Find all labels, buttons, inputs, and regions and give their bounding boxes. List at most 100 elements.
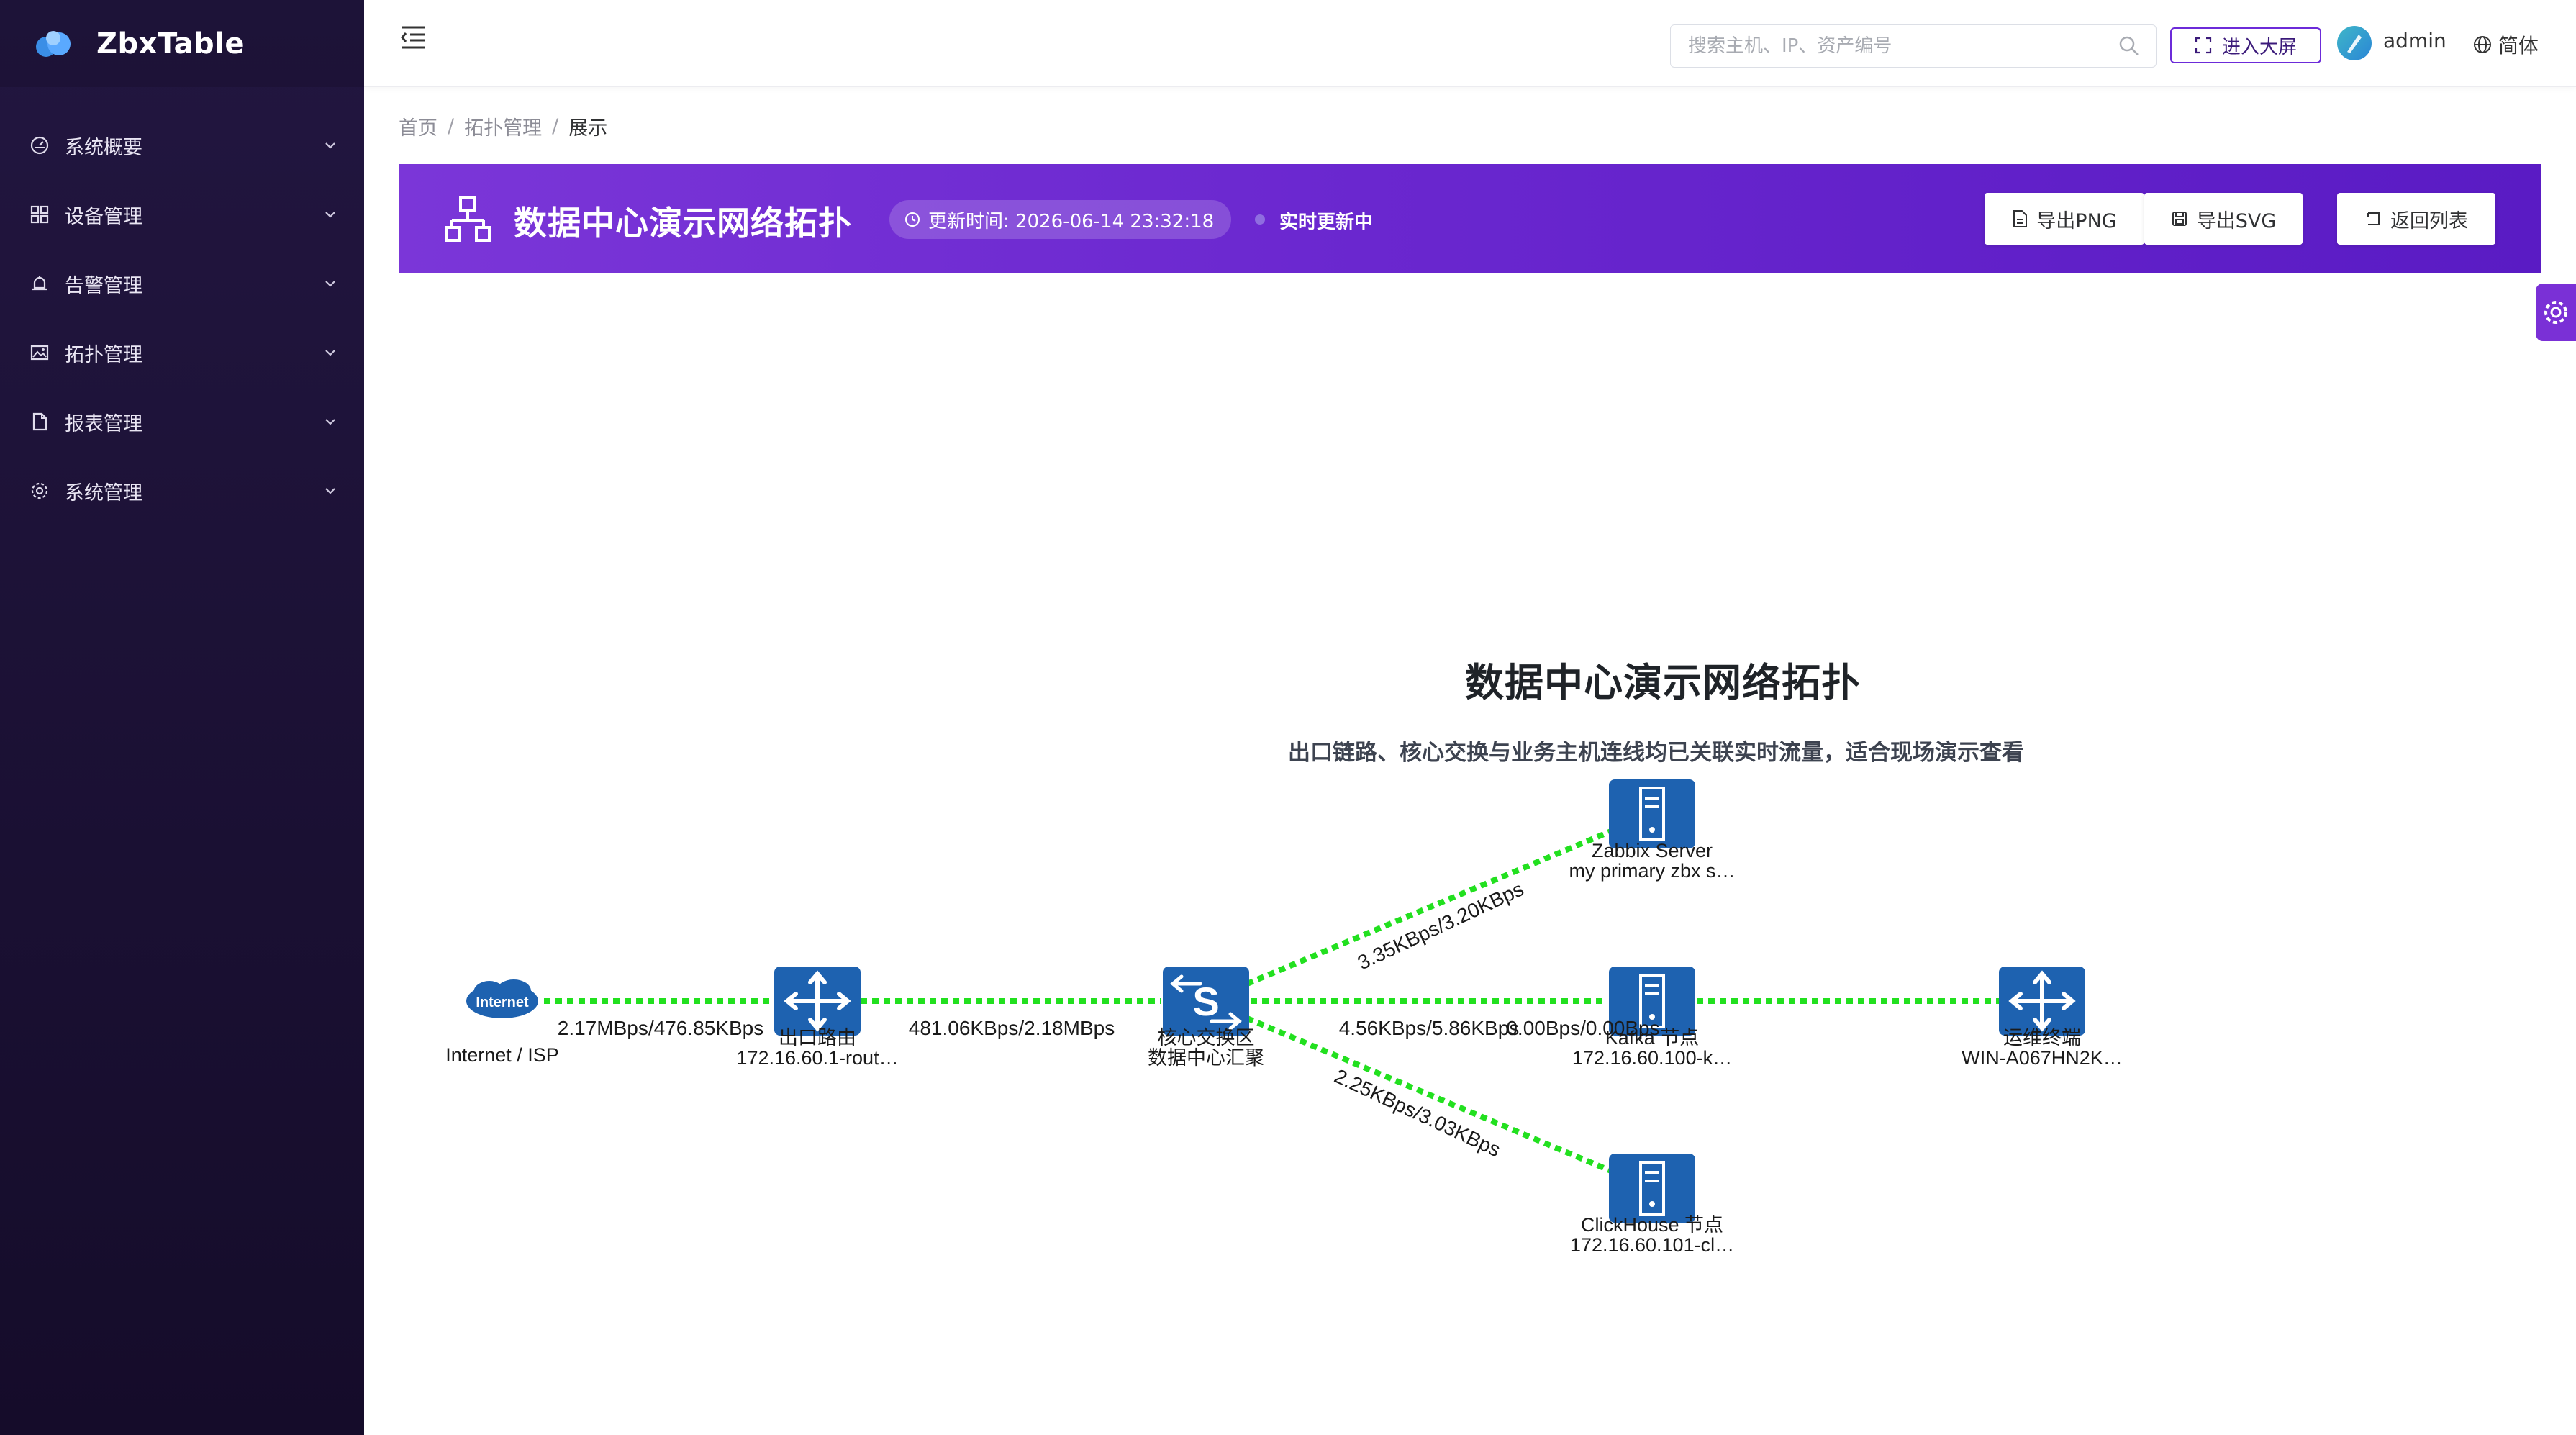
topology-subtitle: 出口链路、核心交换与业务主机连线均已关联实时流量，适合现场演示查看 bbox=[1288, 740, 2024, 766]
node-kafka[interactable]: Kafka 节点172.16.60.100-k… bbox=[1572, 967, 1732, 1069]
node-name: 核心交换区 bbox=[1158, 1027, 1255, 1049]
sidebar-item-label: 系统概要 bbox=[65, 136, 142, 159]
link-core-zabbix[interactable] bbox=[1246, 828, 1613, 987]
top-header: 进入大屏 admin 简体 bbox=[364, 0, 2576, 87]
chevron-down-icon bbox=[322, 137, 338, 153]
back-to-list-label: 返回列表 bbox=[2390, 209, 2468, 232]
node-subtitle: 172.16.60.101-cl… bbox=[1570, 1234, 1734, 1256]
sidebar-item-label: 告警管理 bbox=[65, 274, 142, 297]
export-png-label: 导出PNG bbox=[2036, 209, 2117, 232]
globe-icon bbox=[2474, 36, 2491, 53]
gear-icon bbox=[29, 480, 50, 502]
enter-bigscreen-label: 进入大屏 bbox=[2221, 36, 2297, 58]
sidebar-item-topology[interactable]: 拓扑管理 bbox=[0, 318, 364, 387]
sidebar-menu: 系统概要 设备管理 告警管理 拓扑管理 bbox=[0, 111, 364, 525]
node-name: ClickHouse 节点 bbox=[1581, 1214, 1723, 1236]
link-traffic-label: 2.25KBps/3.03KBps bbox=[1331, 1064, 1504, 1161]
link-core-clickhouse[interactable] bbox=[1246, 1015, 1613, 1174]
chevron-down-icon bbox=[322, 414, 338, 430]
user-name[interactable]: admin bbox=[2383, 29, 2446, 53]
fullscreen-icon bbox=[2195, 37, 2212, 54]
link-traffic-label: 2.17MBps/476.85KBps bbox=[558, 1017, 763, 1039]
page-title: 数据中心演示网络拓扑 bbox=[514, 204, 852, 243]
file-icon bbox=[2013, 210, 2028, 227]
gear-icon bbox=[2544, 301, 2567, 324]
back-to-list-button[interactable]: 返回列表 bbox=[2337, 193, 2495, 245]
breadcrumb-section[interactable]: 拓扑管理 bbox=[464, 117, 543, 140]
breadcrumb-home[interactable]: 首页 bbox=[399, 117, 437, 140]
language-label: 简体 bbox=[2498, 34, 2539, 58]
sidebar-item-label: 设备管理 bbox=[65, 205, 142, 228]
chevron-down-icon bbox=[322, 483, 338, 499]
topology-icon bbox=[445, 194, 491, 245]
node-ops[interactable]: 运维终端WIN-A067HN2K… bbox=[1962, 967, 2123, 1069]
sidebar-item-reports[interactable]: 报表管理 bbox=[0, 387, 364, 456]
node-subtitle: 172.16.60.100-k… bbox=[1572, 1047, 1732, 1069]
export-png-button[interactable]: 导出PNG bbox=[1985, 193, 2144, 245]
brand[interactable]: ZbxTable bbox=[0, 0, 364, 87]
node-name: 出口路由 bbox=[779, 1027, 856, 1049]
global-search bbox=[1670, 24, 2157, 68]
sidebar-item-alerts[interactable]: 告警管理 bbox=[0, 249, 364, 318]
server-icon bbox=[1609, 779, 1695, 848]
server-icon bbox=[1609, 967, 1695, 1036]
breadcrumb-current: 展示 bbox=[568, 117, 608, 140]
router-icon bbox=[1999, 967, 2085, 1036]
router-icon bbox=[774, 967, 861, 1036]
breadcrumb-separator: / bbox=[448, 115, 455, 137]
export-svg-button[interactable]: 导出SVG bbox=[2144, 193, 2303, 245]
avatar[interactable] bbox=[2337, 26, 2372, 60]
save-icon bbox=[2172, 212, 2187, 226]
chevron-down-icon bbox=[322, 276, 338, 291]
node-name: Internet / ISP bbox=[445, 1044, 559, 1066]
breadcrumb-separator: / bbox=[552, 115, 559, 137]
node-clickhouse[interactable]: ClickHouse 节点172.16.60.101-cl… bbox=[1570, 1154, 1734, 1256]
switch-icon: S bbox=[1163, 967, 1249, 1036]
chevron-down-icon bbox=[322, 207, 338, 222]
settings-gear-button[interactable] bbox=[2536, 284, 2576, 341]
cloud-icon: Internet bbox=[466, 979, 538, 1018]
zbxtable-logo-icon bbox=[32, 28, 75, 60]
menu-collapse-icon[interactable] bbox=[399, 24, 430, 53]
search-input[interactable] bbox=[1671, 25, 2103, 67]
node-subtitle: my primary zbx s… bbox=[1569, 860, 1735, 882]
link-traffic-label: 3.35KBps/3.20KBps bbox=[1354, 877, 1527, 974]
cloud-text: Internet bbox=[476, 995, 529, 1010]
app-name: ZbxTable bbox=[96, 27, 245, 60]
sidebar-item-devices[interactable]: 设备管理 bbox=[0, 180, 364, 249]
topology-banner: 数据中心演示网络拓扑 更新时间: 2026-06-14 23:32:18 实时更… bbox=[399, 164, 2541, 273]
sidebar: ZbxTable 系统概要 设备管理 告警管理 bbox=[0, 0, 364, 1435]
dashboard-icon bbox=[29, 135, 50, 156]
node-name: Kafka 节点 bbox=[1605, 1027, 1700, 1049]
sidebar-item-overview[interactable]: 系统概要 bbox=[0, 111, 364, 180]
update-time-badge: 更新时间: 2026-06-14 23:32:18 bbox=[889, 200, 1232, 239]
bell-icon bbox=[29, 273, 50, 294]
export-svg-label: 导出SVG bbox=[2196, 209, 2277, 232]
return-icon bbox=[2367, 212, 2380, 225]
live-status-dot bbox=[1255, 214, 1265, 225]
switch-text: S bbox=[1192, 979, 1219, 1024]
topology-title: 数据中心演示网络拓扑 bbox=[1465, 660, 1861, 705]
search-icon[interactable] bbox=[2118, 35, 2140, 57]
link-traffic-label: 0.00Bps/0.00Bps bbox=[1506, 1017, 1659, 1039]
grid-icon bbox=[29, 204, 50, 225]
link-traffic-label: 481.06KBps/2.18MBps bbox=[909, 1017, 1115, 1039]
enter-bigscreen-button[interactable]: 进入大屏 bbox=[2170, 27, 2321, 63]
sidebar-item-system[interactable]: 系统管理 bbox=[0, 456, 364, 525]
node-subtitle: WIN-A067HN2K… bbox=[1962, 1047, 2123, 1069]
sidebar-item-label: 报表管理 bbox=[65, 412, 142, 435]
document-icon bbox=[29, 411, 50, 433]
breadcrumb: 首页 / 拓扑管理 / 展示 bbox=[399, 112, 607, 140]
language-switch[interactable]: 简体 bbox=[2472, 30, 2539, 59]
node-router[interactable]: 出口路由172.16.60.1-rout… bbox=[736, 967, 899, 1069]
image-icon bbox=[29, 342, 50, 363]
chevron-down-icon bbox=[322, 345, 338, 361]
clock-icon bbox=[905, 212, 920, 227]
server-icon bbox=[1609, 1154, 1695, 1223]
update-time-text: 更新时间: 2026-06-14 23:32:18 bbox=[928, 210, 1215, 232]
